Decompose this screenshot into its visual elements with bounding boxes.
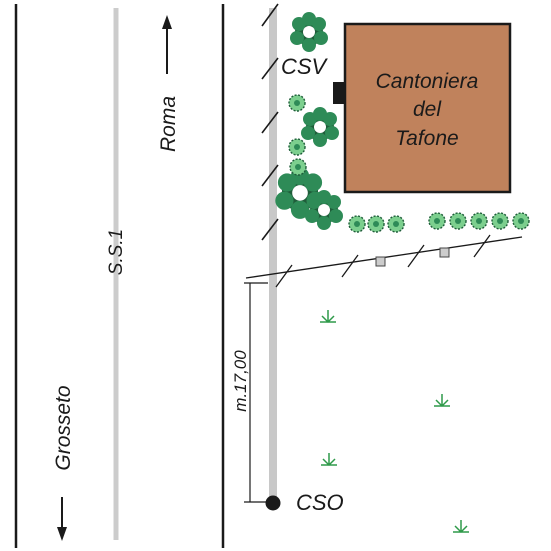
shrub-icon — [289, 158, 307, 176]
shrub-icon — [470, 212, 488, 230]
direction-north-label: Roma — [157, 96, 180, 152]
shrub-icon — [348, 215, 366, 233]
building-name-line-3: Tafone — [395, 127, 458, 150]
csv-label: CSV — [281, 54, 329, 79]
fence-post — [439, 247, 450, 258]
direction-south-label: Grosseto — [52, 385, 75, 471]
grass-icon — [452, 519, 470, 533]
dimension-label: m.17,00 — [231, 350, 250, 412]
tree-icon — [290, 12, 328, 52]
shrub-icon — [387, 215, 405, 233]
building — [343, 22, 512, 194]
building-name-line-1: Cantoniera — [376, 70, 479, 93]
cso-label: CSO — [296, 490, 344, 515]
tree-icon — [301, 107, 339, 147]
shrub-icon — [367, 215, 385, 233]
grass-icon — [320, 452, 338, 466]
building-name-line-2: del — [413, 98, 442, 121]
csv-marker — [333, 82, 345, 104]
arrow-up-icon — [162, 15, 172, 74]
grass-icon — [319, 309, 337, 323]
fence-hatching — [275, 234, 491, 288]
shrub-icon — [428, 212, 446, 230]
fence-post — [375, 256, 386, 267]
shoulder-hatching — [261, 3, 279, 241]
grass-icon — [433, 393, 451, 407]
arrow-down-icon — [57, 497, 67, 541]
road-name: S.S.1 — [106, 229, 127, 275]
shrub-icon — [288, 94, 306, 112]
shrub-icon — [449, 212, 467, 230]
cso-point — [265, 495, 281, 511]
shrub-icon — [288, 138, 306, 156]
shrub-icon — [491, 212, 509, 230]
tree-icon — [305, 190, 343, 230]
shrub-icon — [512, 212, 530, 230]
